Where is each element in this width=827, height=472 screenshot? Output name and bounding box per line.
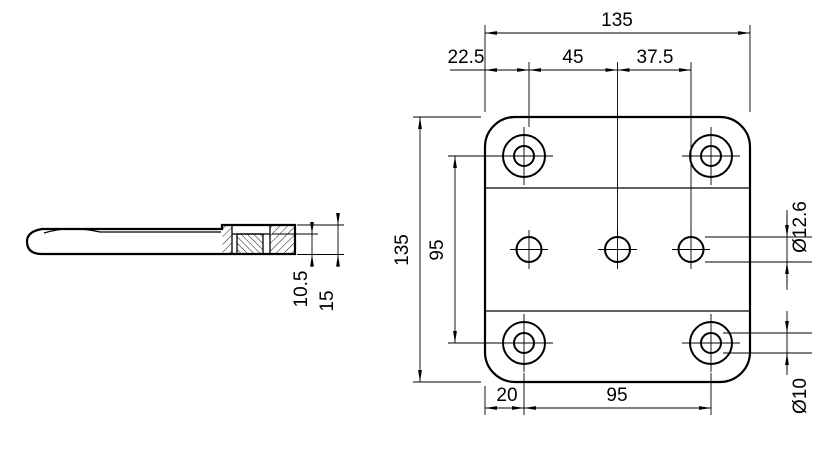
latch-curve — [43, 228, 101, 234]
dim-hole-pitch-vertical-label: 95 — [427, 239, 448, 260]
counterbored-hole-top-right — [682, 127, 740, 185]
section-hatch-left — [222, 225, 232, 254]
dim-counterbore-dia-label: Ø12.6 — [790, 201, 811, 253]
counterbored-hole-top-left — [495, 127, 553, 185]
dim-bottom-pitch-label: 95 — [606, 385, 627, 406]
dim-overall-height-label: 135 — [392, 234, 413, 266]
front-view-dimensions: 135 22.5 45 37.5 135 95 20 95 Ø12.6 Ø10 — [392, 10, 812, 415]
dim-offset-left-label: 22.5 — [448, 47, 485, 68]
dim-spacing-center-label: 45 — [562, 47, 583, 68]
side-view — [25, 223, 297, 256]
pilot-hole-center — [598, 230, 637, 269]
dim-bottom-offset-label: 20 — [496, 385, 517, 406]
dim-thickness-label: 15 — [317, 290, 338, 311]
section-hatch-right — [270, 225, 295, 254]
pilot-hole-left — [510, 230, 548, 269]
dim-depth-label: 10.5 — [291, 271, 312, 308]
counterbored-hole-bottom-left — [495, 314, 553, 372]
dim-hole-dia-label: Ø10 — [790, 378, 811, 414]
counterbored-hole-bottom-right — [682, 314, 740, 372]
dim-spacing-right-label: 37.5 — [637, 47, 674, 68]
dim-overall-width-label: 135 — [601, 10, 633, 31]
insert-section-block — [236, 233, 264, 255]
side-view-dimensions: 10.5 15 — [272, 213, 344, 312]
pilot-hole-right — [672, 230, 710, 269]
